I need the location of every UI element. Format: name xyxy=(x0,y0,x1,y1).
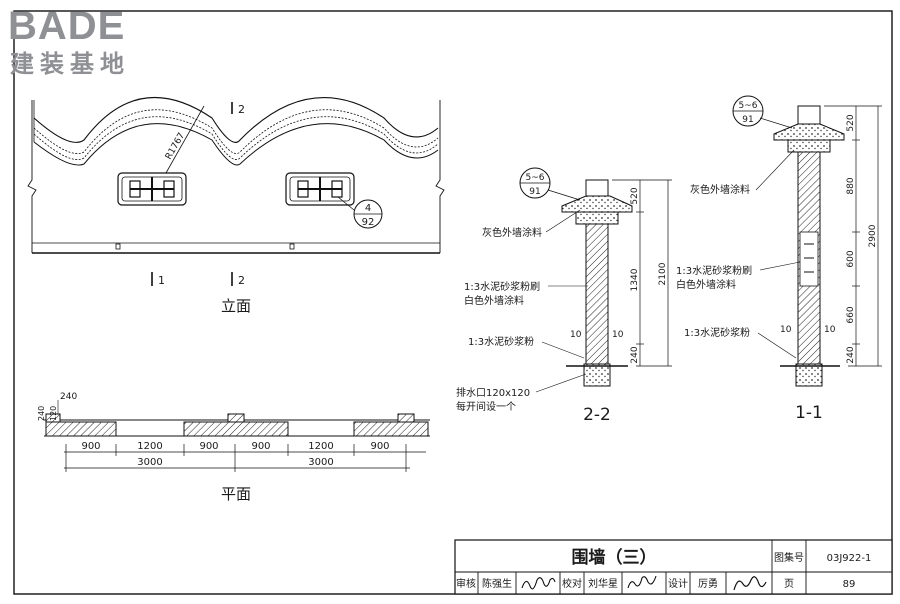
dim-1-1-880: 880 xyxy=(846,177,856,194)
detail-ref-bottom: 92 xyxy=(362,217,375,228)
label-2-2-drain-1: 排水口120x120 xyxy=(456,386,530,399)
plan-dim-3000-b: 3000 xyxy=(308,457,333,468)
ref-2-2-bottom: 91 xyxy=(529,187,540,197)
designer-name: 厉勇 xyxy=(698,578,718,590)
radius-label: R1767 xyxy=(164,131,187,161)
reviewer-name: 陈强生 xyxy=(482,577,512,590)
atlas-number: 03J922-1 xyxy=(827,553,872,564)
plan-dim-3000-a: 3000 xyxy=(137,457,162,468)
elevation-title: 立面 xyxy=(221,297,251,315)
dim-1-1-600: 600 xyxy=(846,250,856,267)
section-2-2: 5~6 91 灰色外墙涂料 1:3水泥砂浆粉刷 白色外墙涂料 1:3水泥砂浆粉 … xyxy=(456,167,672,425)
plan-dim-240-side: 240 xyxy=(37,406,46,421)
label-2-2-base: 1:3水泥砂浆粉 xyxy=(468,335,534,348)
detail-ref-top: 4 xyxy=(365,203,371,214)
plan-dim-900-b: 900 xyxy=(199,441,218,452)
offset-2-2-left: 10 xyxy=(570,330,582,340)
dim-1-1-520: 520 xyxy=(846,114,856,131)
label-2-2-plaster-1: 1:3水泥砂浆粉刷 xyxy=(464,280,540,293)
offset-1-1-right: 10 xyxy=(824,325,836,335)
check-label: 校对 xyxy=(562,577,582,590)
design-label: 设计 xyxy=(668,577,688,590)
plan-dim-240-top: 240 xyxy=(60,392,77,402)
section-1-1: 5~6 91 灰色外墙涂料 1:3水泥砂浆粉刷 白色外墙涂料 1:3水泥砂浆粉 … xyxy=(676,95,882,423)
label-1-1-base: 1:3水泥砂浆粉 xyxy=(684,326,750,339)
dim-1-1-240: 240 xyxy=(846,346,856,363)
section-mark-2-bottom: 2 xyxy=(238,274,245,287)
dim-2-2-2100: 2100 xyxy=(658,262,668,285)
offset-2-2-right: 10 xyxy=(612,330,624,340)
dim-1-1-2900: 2900 xyxy=(868,224,878,247)
plan-view: 240 240 120 900 1200 900 900 1200 900 30… xyxy=(37,392,430,503)
plan-dim-1200-b: 1200 xyxy=(308,441,333,452)
label-2-2-drain-2: 每开间设一个 xyxy=(456,400,516,413)
label-1-1-plaster-1: 1:3水泥砂浆粉刷 xyxy=(676,264,752,277)
plan-title: 平面 xyxy=(221,485,251,503)
designer-signature xyxy=(733,576,767,591)
label-1-1-plaster-2: 白色外墙涂料 xyxy=(676,278,736,291)
logo-tagline: 建装基地 xyxy=(10,50,130,78)
plan-dim-900-c: 900 xyxy=(251,441,270,452)
drawing-title: 围墙（三） xyxy=(572,547,657,568)
section-mark-1: 1 xyxy=(158,274,165,287)
label-2-2-plaster-2: 白色外墙涂料 xyxy=(464,294,524,307)
plan-dim-900-a: 900 xyxy=(81,441,100,452)
title-block: 围墙（三） 图集号 03J922-1 页 89 审核 陈强生 校对 刘华星 设计… xyxy=(454,539,893,595)
ref-1-1-top: 5~6 xyxy=(739,101,758,111)
ref-2-2-top: 5~6 xyxy=(526,173,545,183)
brand-logo: BADE 建装基地 xyxy=(8,4,168,82)
plan-dim-120: 120 xyxy=(49,406,58,421)
section-mark-2-top: 2 xyxy=(238,103,245,116)
page-label: 页 xyxy=(784,578,794,590)
dim-2-2-1340: 1340 xyxy=(630,268,640,291)
section-1-1-title: 1-1 xyxy=(795,403,823,423)
sheet-border xyxy=(13,10,893,595)
page-number: 89 xyxy=(843,579,856,590)
lattice-panel-left xyxy=(117,172,187,206)
checker-signature xyxy=(627,575,657,589)
plan-dim-1200-a: 1200 xyxy=(137,441,162,452)
checker-name: 刘华星 xyxy=(588,577,618,590)
reviewer-signature xyxy=(521,577,556,590)
atlas-label: 图集号 xyxy=(774,551,804,564)
lattice-panel-right xyxy=(285,172,355,206)
offset-1-1-left: 10 xyxy=(780,325,792,335)
section-2-2-title: 2-2 xyxy=(583,405,611,425)
label-2-2-coating: 灰色外墙涂料 xyxy=(482,226,542,239)
plan-dim-900-d: 900 xyxy=(370,441,389,452)
elevation-view: R1767 4 92 2 1 2 xyxy=(27,97,445,315)
review-label: 审核 xyxy=(456,577,476,590)
dim-1-1-660: 660 xyxy=(846,306,856,323)
logo-brand-text: BADE xyxy=(8,4,126,48)
ref-1-1-bottom: 91 xyxy=(742,115,753,125)
dim-2-2-520: 520 xyxy=(630,187,640,204)
label-1-1-coating: 灰色外墙涂料 xyxy=(690,183,750,196)
dim-2-2-240: 240 xyxy=(630,346,640,363)
